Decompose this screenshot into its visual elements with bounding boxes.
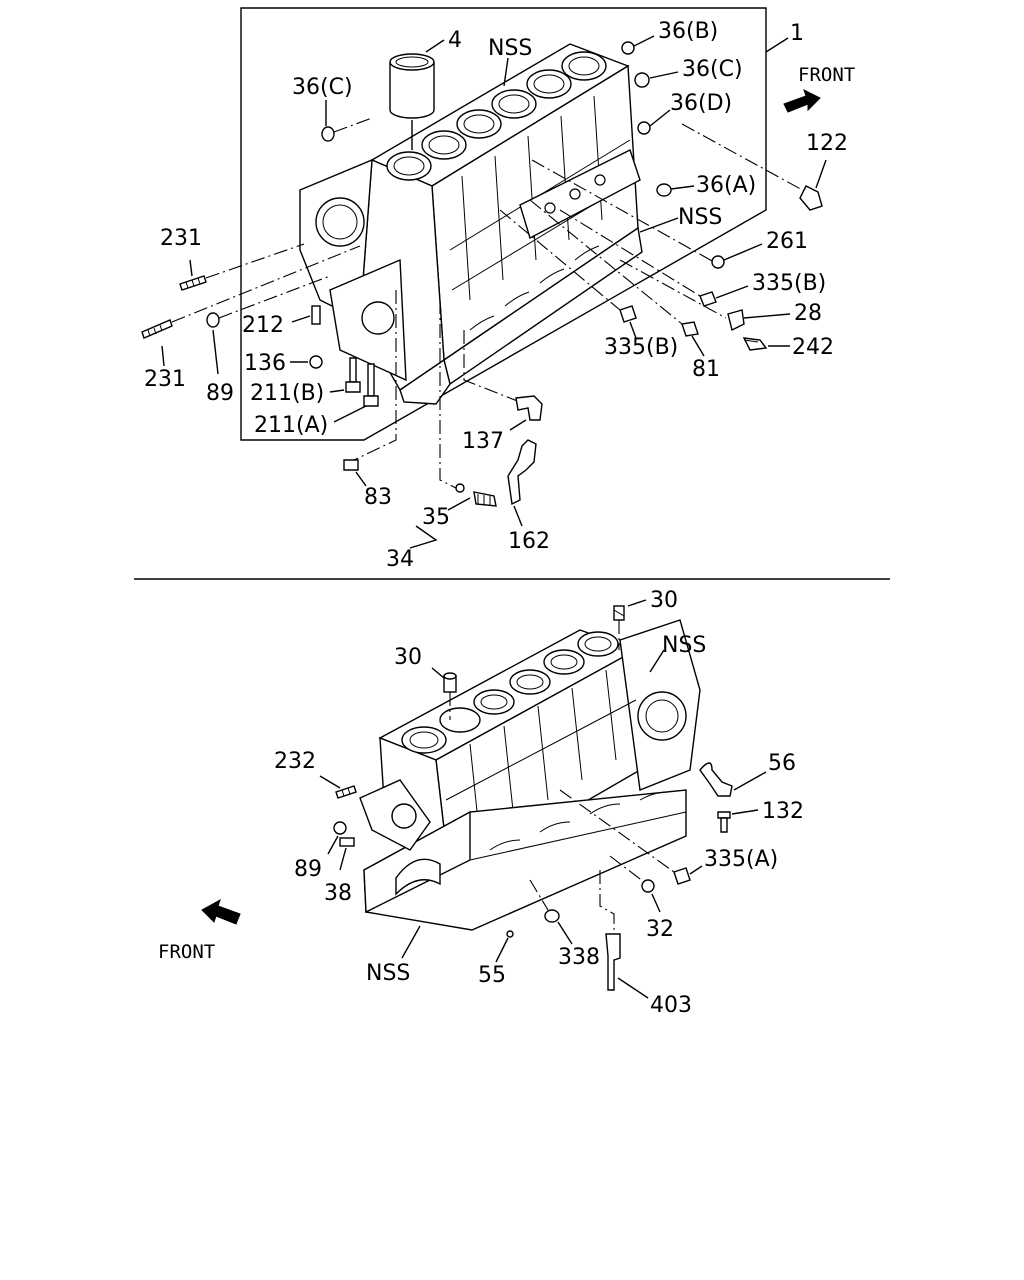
label-83: 83 bbox=[364, 485, 392, 510]
part-30-top-dowel bbox=[613, 599, 647, 650]
front-label-bottom: FRONT bbox=[158, 941, 215, 963]
part-335a bbox=[559, 789, 703, 885]
label-nss-bottom: NSS bbox=[366, 961, 410, 986]
front-arrow-icon bbox=[783, 89, 821, 113]
part-28 bbox=[619, 259, 791, 332]
label-89-bottom: 89 bbox=[294, 857, 322, 882]
top-section: 4 NSS 36(B) 1 36(C) 36(C) 36(D) 122 36(A… bbox=[141, 7, 855, 572]
part-34-35-fitting bbox=[409, 300, 497, 549]
label-335b-right: 335(B) bbox=[752, 271, 826, 296]
label-89: 89 bbox=[206, 381, 234, 406]
plug-36b bbox=[621, 35, 655, 55]
label-132: 132 bbox=[762, 799, 804, 824]
label-55: 55 bbox=[478, 963, 506, 988]
label-232: 232 bbox=[274, 749, 316, 774]
part-81 bbox=[529, 199, 705, 357]
plug-36c-left bbox=[321, 100, 373, 142]
label-335a: 335(A) bbox=[704, 847, 778, 872]
label-28: 28 bbox=[794, 301, 822, 326]
label-36c-left: 36(C) bbox=[292, 75, 353, 100]
part-232-stud bbox=[319, 775, 357, 799]
part-231-bottom-stud bbox=[141, 245, 361, 367]
label-nss-mid: NSS bbox=[678, 205, 722, 230]
label-335b-left: 335(B) bbox=[604, 335, 678, 360]
label-338: 338 bbox=[558, 945, 600, 970]
label-30-left: 30 bbox=[394, 645, 422, 670]
part-4-liner bbox=[389, 39, 445, 150]
part-32 bbox=[609, 855, 661, 913]
part-242-bolt bbox=[742, 337, 790, 351]
part-38-pin bbox=[339, 837, 355, 871]
part-55 bbox=[495, 930, 514, 963]
part-211a-bolt bbox=[333, 363, 379, 423]
leader-nss-bottom bbox=[401, 925, 421, 959]
part-403-oil-jet bbox=[599, 870, 649, 999]
part-137-elbow bbox=[463, 330, 543, 431]
label-30-top: 30 bbox=[650, 588, 678, 613]
part-83-pin bbox=[343, 290, 397, 487]
leader-1 bbox=[765, 37, 789, 53]
label-212: 212 bbox=[242, 313, 284, 338]
label-81: 81 bbox=[692, 357, 720, 382]
label-56: 56 bbox=[768, 751, 796, 776]
front-label-top: FRONT bbox=[798, 64, 855, 86]
label-36b: 36(B) bbox=[658, 19, 718, 44]
label-403: 403 bbox=[650, 993, 692, 1018]
cylinder-block-top bbox=[299, 43, 643, 405]
part-335b-left bbox=[499, 209, 637, 339]
front-arrow-icon-bottom bbox=[201, 898, 241, 925]
part-231-top-stud bbox=[179, 243, 305, 291]
label-231-top: 231 bbox=[160, 226, 202, 251]
part-122-bolt bbox=[681, 123, 827, 211]
part-212-pin bbox=[291, 305, 321, 325]
label-162: 162 bbox=[508, 529, 550, 554]
label-231-bottom: 231 bbox=[144, 367, 186, 392]
leader-nss-mid bbox=[639, 217, 679, 233]
label-36d: 36(D) bbox=[670, 91, 732, 116]
label-1: 1 bbox=[790, 21, 804, 46]
part-89-plug-bottom bbox=[327, 821, 347, 855]
part-136 bbox=[290, 355, 323, 369]
part-335b-right bbox=[559, 209, 749, 307]
plug-36a bbox=[656, 183, 695, 197]
part-338 bbox=[529, 879, 573, 945]
label-34: 34 bbox=[386, 547, 414, 572]
plug-36c-right bbox=[634, 71, 679, 88]
label-211b: 211(B) bbox=[250, 381, 324, 406]
assembly-bracket bbox=[240, 7, 767, 441]
part-261 bbox=[531, 159, 763, 269]
label-nss-bottom-top: NSS bbox=[662, 633, 706, 658]
label-137: 137 bbox=[462, 429, 504, 454]
label-nss-top: NSS bbox=[488, 36, 532, 61]
label-242: 242 bbox=[792, 335, 834, 360]
label-136: 136 bbox=[244, 351, 286, 376]
leader-nss-top bbox=[503, 57, 509, 87]
plug-36d bbox=[637, 109, 671, 135]
part-132-bolt bbox=[717, 809, 759, 833]
part-30-left-dowel bbox=[431, 667, 457, 720]
bottom-section: 30 NSS 30 232 56 132 89 335(A) 38 32 338… bbox=[158, 588, 804, 1018]
label-36c-right: 36(C) bbox=[682, 57, 743, 82]
cylinder-block-bottom bbox=[359, 619, 701, 931]
label-211a: 211(A) bbox=[254, 413, 328, 438]
part-89-plug bbox=[206, 275, 331, 375]
label-32: 32 bbox=[646, 917, 674, 942]
label-122: 122 bbox=[806, 131, 848, 156]
part-56 bbox=[699, 762, 767, 797]
label-35: 35 bbox=[422, 505, 450, 530]
part-211b-bolt bbox=[329, 357, 361, 393]
label-261: 261 bbox=[766, 229, 808, 254]
leader-nss-bottom-top bbox=[649, 649, 665, 673]
label-36a: 36(A) bbox=[696, 173, 756, 198]
label-38: 38 bbox=[324, 881, 352, 906]
part-162-hose bbox=[507, 439, 537, 527]
label-4: 4 bbox=[448, 28, 462, 53]
